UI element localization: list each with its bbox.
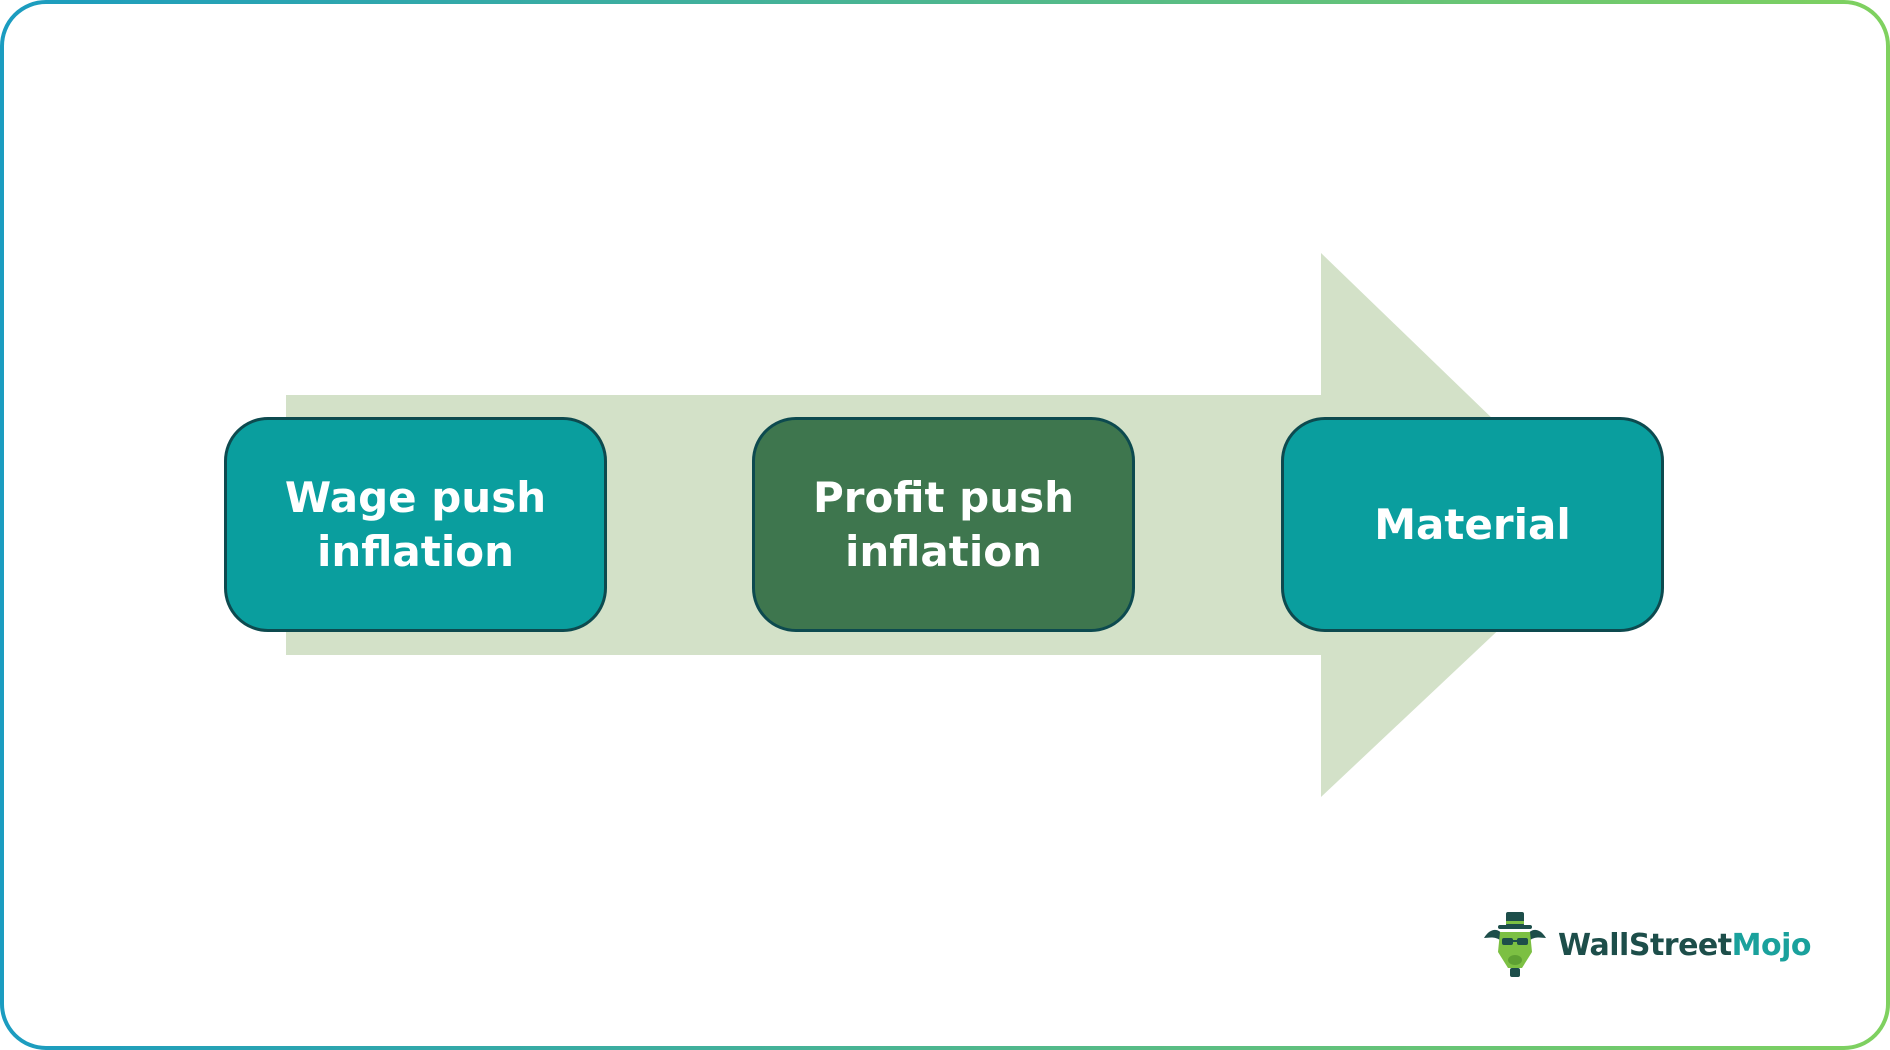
wallstreetmojo-logo: WallStreetMojo (1480, 910, 1811, 980)
step-label-wage-push-inflation: Wage push inflation (284, 472, 547, 576)
step-box-profit-push-inflation: Profit push inflation (752, 417, 1135, 632)
step-label-profit-push-inflation: Profit push inflation (812, 472, 1075, 576)
step-box-material: Material (1281, 417, 1664, 632)
step-box-wage-push-inflation: Wage push inflation (224, 417, 607, 632)
brand-name-part2: Mojo (1731, 927, 1812, 963)
bull-mascot-icon (1484, 912, 1546, 977)
brand-name: WallStreetMojo (1558, 928, 1811, 963)
brand-name-part1: WallStreet (1558, 927, 1732, 963)
step-label-material: Material (1374, 499, 1571, 549)
